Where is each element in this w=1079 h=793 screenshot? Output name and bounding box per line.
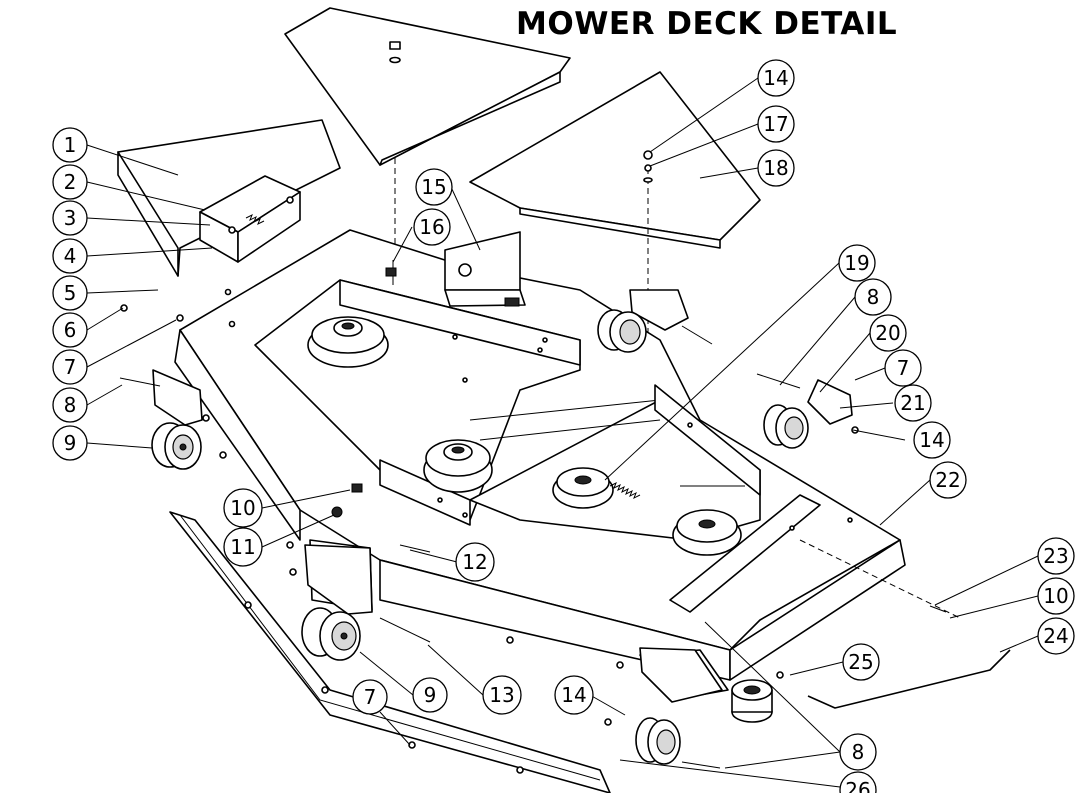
callout-11: 11: [223, 527, 263, 567]
svg-text:17: 17: [763, 112, 788, 136]
right-spindle-pulley: [672, 509, 742, 556]
callout-22: 22: [929, 461, 967, 499]
callout-23: 23: [1037, 537, 1075, 575]
svg-text:10: 10: [1043, 584, 1068, 608]
svg-text:10: 10: [230, 496, 255, 520]
callout-9b: 9: [412, 677, 448, 713]
svg-text:7: 7: [64, 355, 77, 379]
svg-text:15: 15: [421, 175, 446, 199]
callout-7a: 7: [52, 349, 88, 385]
svg-text:16: 16: [419, 215, 444, 239]
svg-text:9: 9: [424, 683, 437, 707]
svg-text:20: 20: [875, 321, 900, 345]
svg-text:18: 18: [763, 156, 788, 180]
svg-text:9: 9: [64, 431, 77, 455]
diagram-title: MOWER DECK DETAIL: [516, 6, 897, 42]
callout-10a: 10: [223, 488, 263, 528]
svg-text:14: 14: [561, 683, 586, 707]
svg-text:11: 11: [230, 535, 255, 559]
callout-14b: 14: [757, 59, 795, 97]
callout-leaders: [86, 77, 1039, 788]
callout-25: 25: [842, 643, 880, 681]
caster-wheel-right: [756, 373, 853, 449]
svg-text:8: 8: [852, 740, 865, 764]
svg-text:14: 14: [919, 428, 944, 452]
left-spindle-pulley: [307, 316, 389, 368]
callout-8b: 8: [854, 278, 892, 316]
center-bracket: [385, 231, 526, 307]
deck-body: [174, 229, 906, 701]
svg-text:2: 2: [64, 170, 77, 194]
callout-21: 21: [894, 384, 932, 422]
callout-15: 15: [415, 168, 453, 206]
svg-text:13: 13: [489, 683, 514, 707]
svg-text:14: 14: [763, 66, 788, 90]
svg-text:6: 6: [64, 318, 77, 342]
callout-8a: 8: [52, 387, 88, 423]
svg-text:5: 5: [64, 281, 77, 305]
callout-19: 19: [838, 244, 876, 282]
svg-text:25: 25: [848, 650, 873, 674]
callout-18: 18: [757, 149, 795, 187]
svg-text:24: 24: [1043, 624, 1068, 648]
svg-text:8: 8: [64, 393, 77, 417]
lift-rod: [799, 539, 1011, 709]
svg-text:19: 19: [844, 251, 869, 275]
svg-text:22: 22: [935, 468, 960, 492]
callout-7b: 7: [884, 349, 922, 387]
svg-text:8: 8: [867, 285, 880, 309]
svg-text:4: 4: [64, 244, 77, 268]
callout-17: 17: [757, 105, 795, 143]
svg-text:7: 7: [364, 685, 377, 709]
callout-14a: 14: [554, 675, 594, 715]
svg-text:12: 12: [462, 550, 487, 574]
svg-text:1: 1: [64, 133, 77, 157]
callout-2: 2: [52, 164, 88, 200]
spring-bracket: [199, 175, 301, 263]
callout-12: 12: [455, 542, 495, 582]
callout-13: 13: [482, 675, 522, 715]
callout-8c: 8: [839, 733, 877, 771]
callout-26: 26: [839, 771, 877, 793]
right-deck-cover: [469, 71, 761, 520]
callout-20: 20: [869, 314, 907, 352]
caster-wheel-rear-right: [597, 289, 713, 353]
svg-text:23: 23: [1043, 544, 1068, 568]
svg-text:7: 7: [897, 356, 910, 380]
caster-wheel-left: [119, 369, 203, 470]
fasteners: [120, 304, 859, 726]
svg-text:21: 21: [900, 391, 925, 415]
callout-10b: 10: [1037, 577, 1075, 615]
idler-pulley: [552, 467, 745, 509]
center-spindle-pulley: [423, 439, 493, 493]
callout-4: 4: [52, 238, 88, 274]
callout-9a: 9: [52, 425, 88, 461]
discharge-chute: [169, 511, 611, 793]
callout-24: 24: [1037, 617, 1075, 655]
svg-text:3: 3: [64, 206, 77, 230]
callout-6: 6: [52, 312, 88, 348]
callout-14c: 14: [913, 421, 951, 459]
callouts: 1 2 3 4 5 6 7 8 9 10 11 12 13 14 14 14 1…: [52, 59, 1075, 793]
callout-3: 3: [52, 200, 88, 236]
svg-text:26: 26: [845, 778, 870, 793]
caster-wheel-front-left: [301, 544, 431, 661]
callout-7c: 7: [352, 679, 388, 715]
caster-wheel-front-right: [635, 647, 723, 769]
callout-16: 16: [413, 208, 451, 246]
callout-1: 1: [52, 127, 88, 163]
gauge-wheel: [731, 679, 773, 723]
callout-5: 5: [52, 275, 88, 311]
